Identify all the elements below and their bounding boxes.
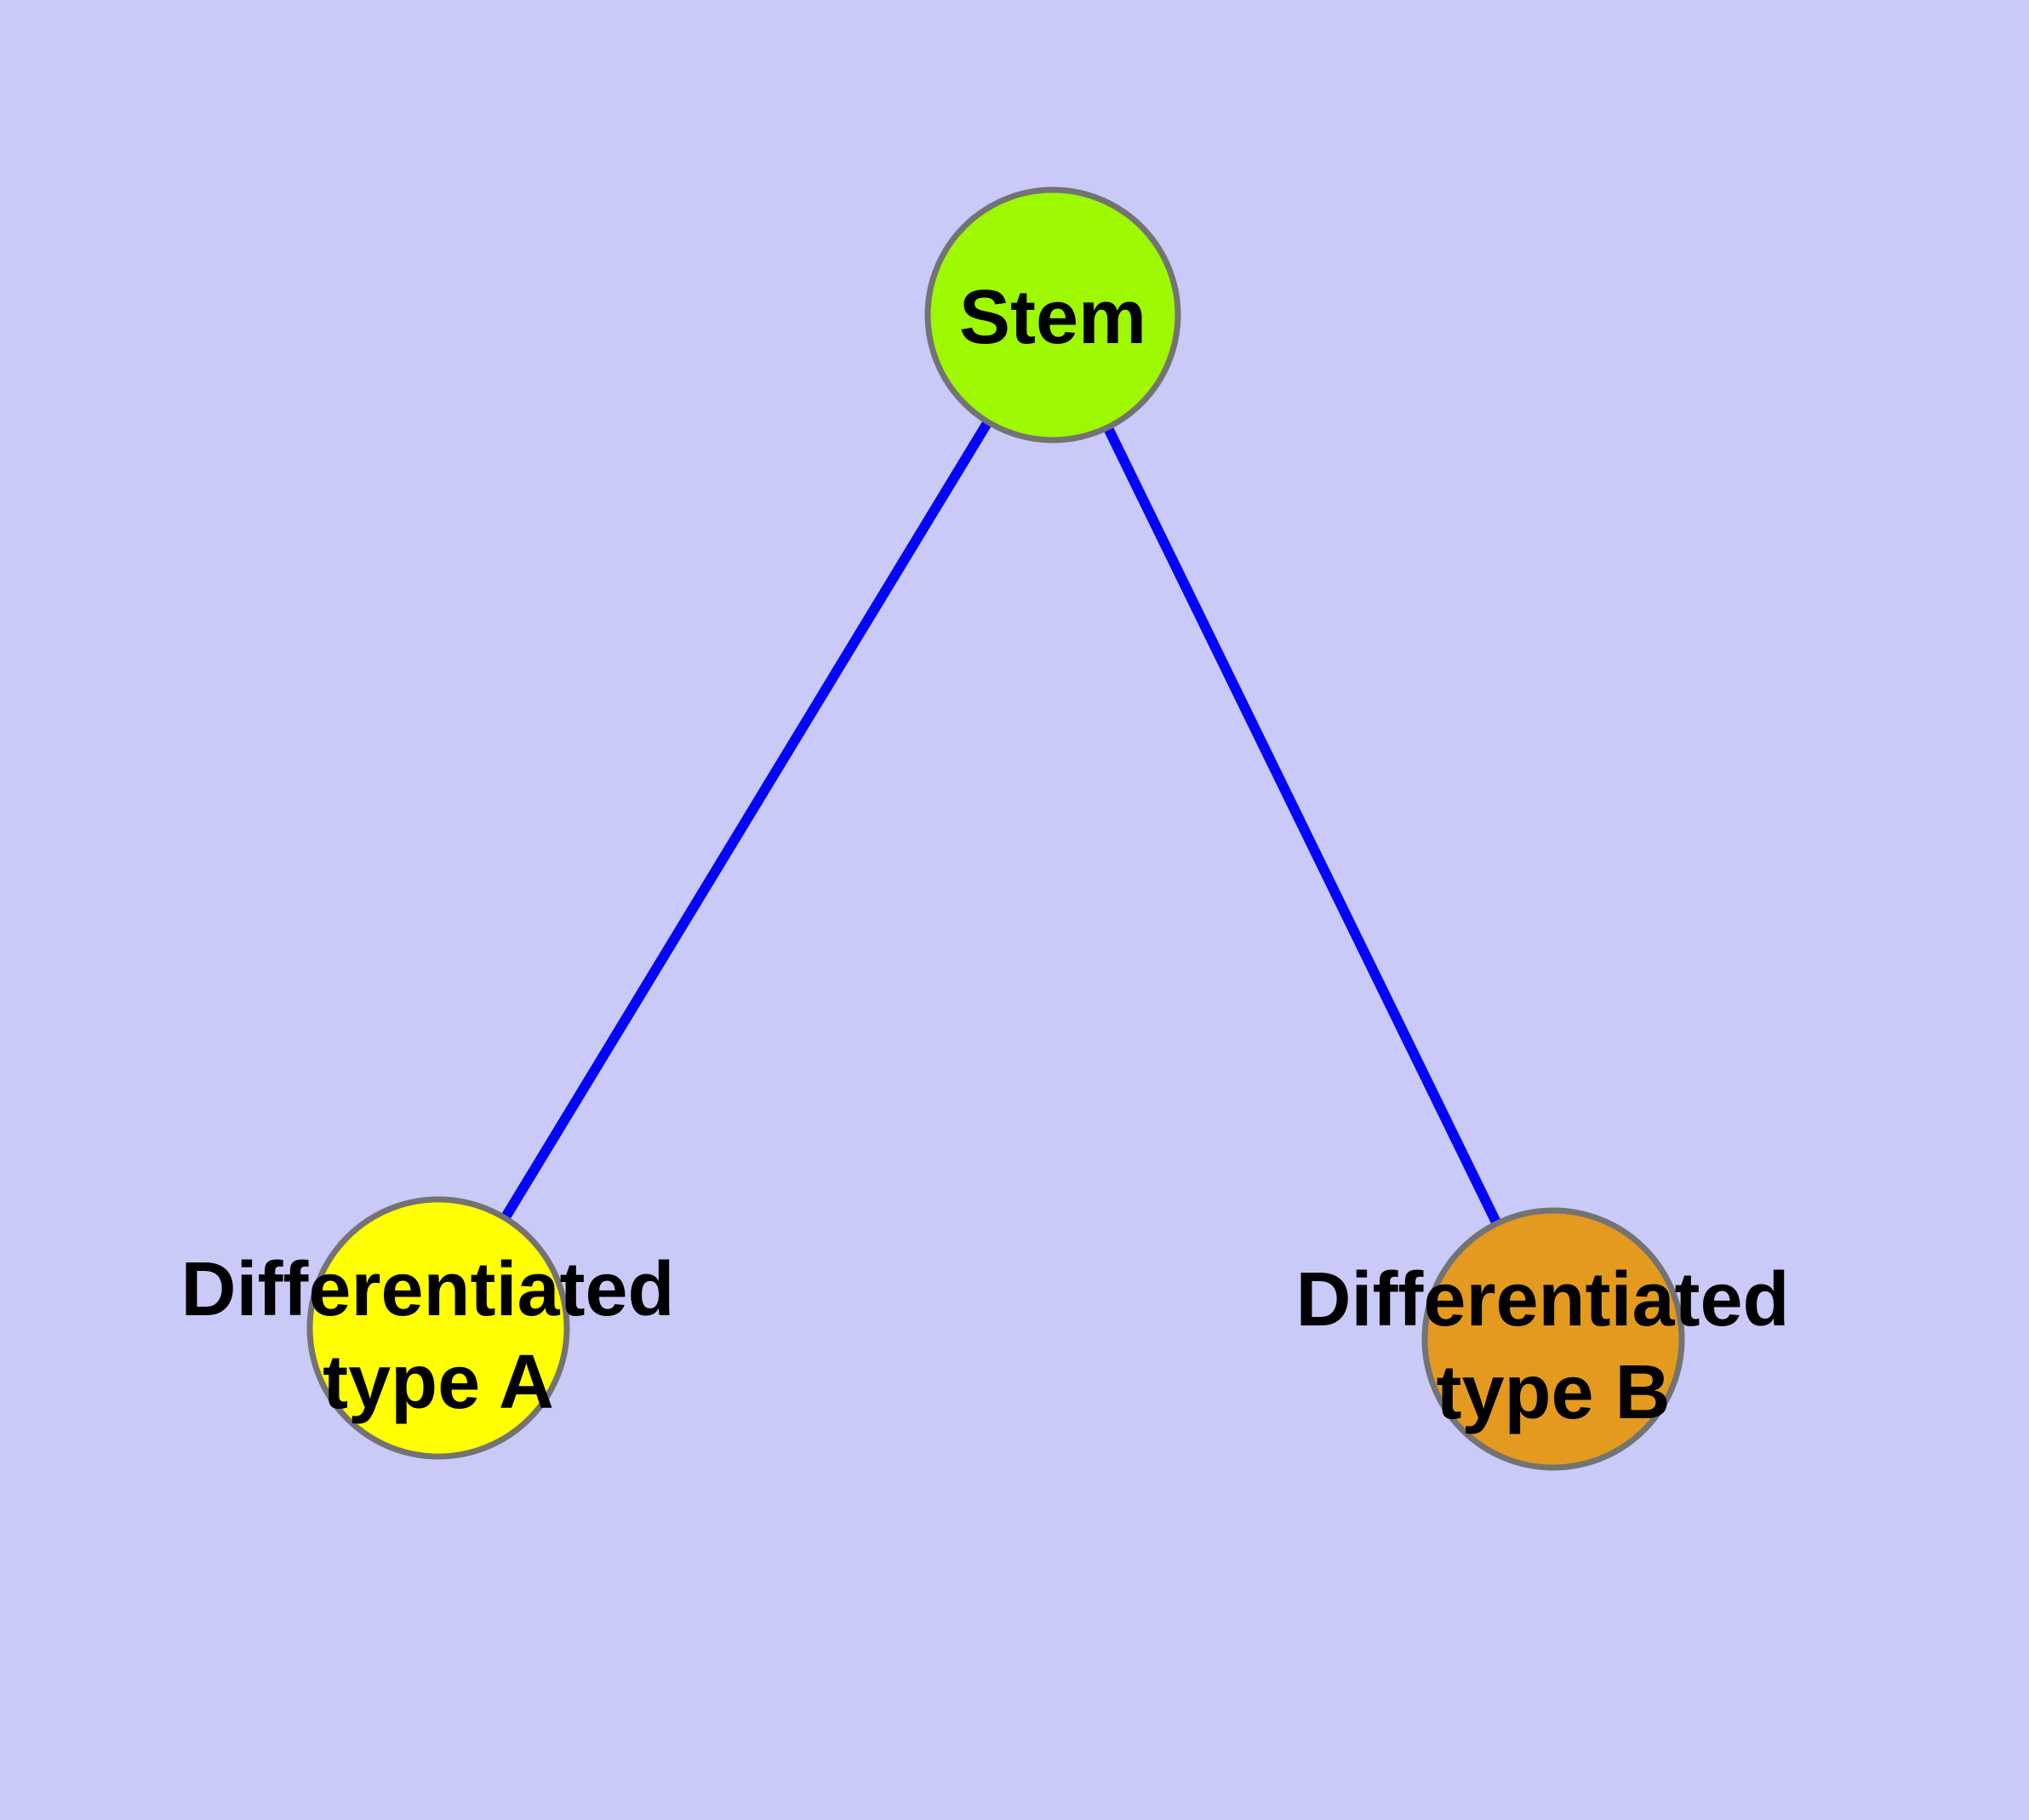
node-differentiated-type-a-circle — [306, 1196, 570, 1460]
node-differentiated-type-a-label-line1: Differentiated — [180, 1247, 674, 1332]
edge-stem-to-type-a — [433, 312, 1058, 1331]
node-stem: Stem — [924, 186, 1181, 444]
node-differentiated-type-a-label: Differentiated type A — [180, 1247, 695, 1425]
node-differentiated-type-b: Differentiated type B — [1295, 1207, 1810, 1471]
edge-stem-to-type-b — [1048, 312, 1558, 1342]
node-differentiated-type-a: Differentiated type A — [180, 1196, 695, 1460]
node-differentiated-type-b-label: Differentiated type B — [1295, 1257, 1810, 1435]
node-differentiated-type-b-circle — [1421, 1207, 1685, 1471]
node-differentiated-type-b-label-line1: Differentiated — [1295, 1257, 1789, 1342]
node-stem-label: Stem — [959, 275, 1146, 360]
node-stem-circle — [924, 186, 1181, 444]
node-differentiated-type-a-label-line2: type A — [323, 1340, 554, 1425]
node-differentiated-type-b-label-line2: type B — [1436, 1350, 1670, 1435]
